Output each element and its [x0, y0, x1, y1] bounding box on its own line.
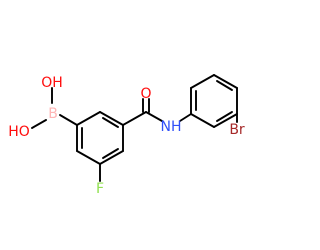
hydroxyl-top-label: OH — [41, 75, 63, 91]
bond — [179, 113, 192, 122]
bond — [59, 114, 78, 126]
bond — [76, 111, 101, 126]
amide-group — [122, 98, 192, 126]
molecule-structure: OH HO B O NH F Br — [8, 74, 245, 197]
bond — [99, 111, 124, 126]
right-benzene-ring — [190, 74, 238, 128]
amide-nitrogen-label: NH — [161, 119, 182, 135]
bond — [213, 74, 238, 89]
bond-double-inner — [216, 80, 233, 91]
bromine-label: Br — [229, 122, 245, 138]
left-benzene-ring — [76, 111, 124, 165]
fluorine-label: F — [96, 181, 104, 197]
structure-canvas: OH HO B O NH F Br — [8, 74, 245, 197]
bond — [122, 111, 147, 126]
bond — [190, 74, 215, 89]
bond — [190, 113, 215, 128]
carbonyl-oxygen-label: O — [140, 86, 151, 102]
bond-double-inner — [102, 148, 119, 159]
bond-double-inner — [216, 111, 233, 122]
boron-label: B — [48, 106, 58, 122]
bond-double-inner — [102, 117, 119, 128]
bond — [31, 119, 47, 129]
bond — [213, 113, 238, 128]
bond — [76, 150, 101, 165]
bond — [145, 111, 163, 122]
hydroxyl-left-label: HO — [8, 124, 30, 140]
boronic-acid-group — [31, 87, 78, 129]
bond — [99, 150, 124, 165]
